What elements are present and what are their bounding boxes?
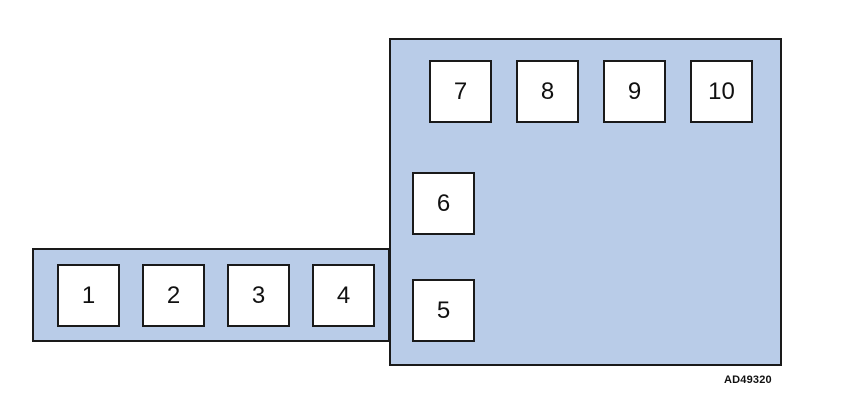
slot-7: 7	[429, 60, 492, 123]
slot-6: 6	[412, 172, 475, 235]
slot-4: 4	[312, 264, 375, 327]
slot-2: 2	[142, 264, 205, 327]
slot-10: 10	[690, 60, 753, 123]
slot-1: 1	[57, 264, 120, 327]
slot-3: 3	[227, 264, 290, 327]
slot-5: 5	[412, 279, 475, 342]
figure-code: AD49320	[724, 374, 772, 386]
slot-8: 8	[516, 60, 579, 123]
slot-9: 9	[603, 60, 666, 123]
